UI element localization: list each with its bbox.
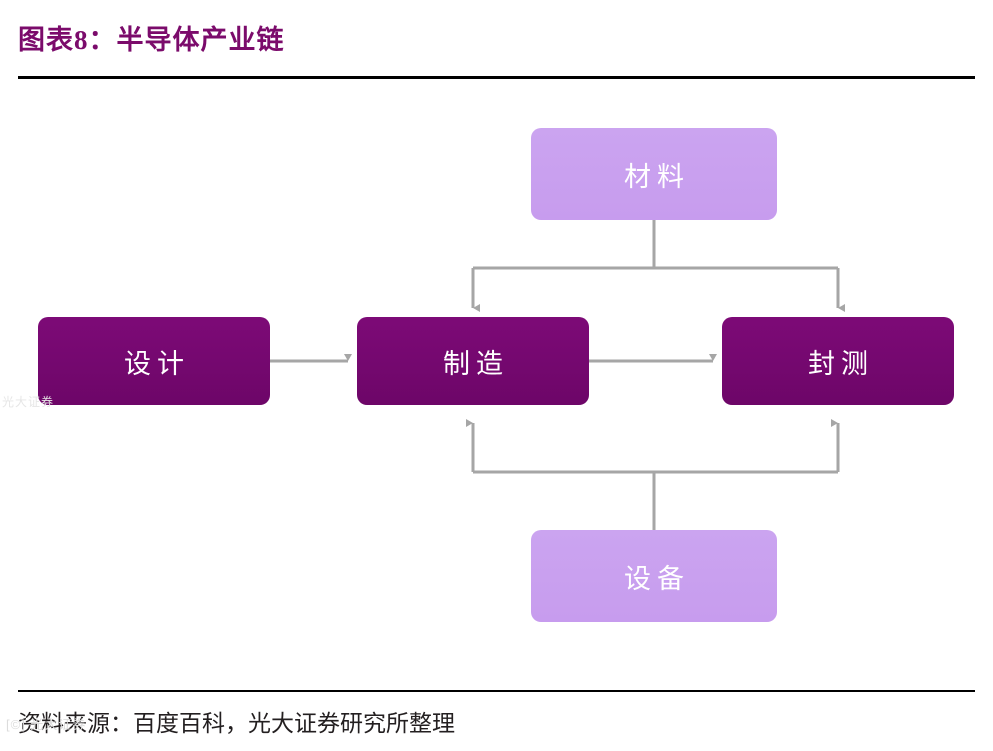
page-title: 图表8：半导体产业链 [18,25,285,55]
source-note: 资料来源：百度百科，光大证券研究所整理 [18,711,455,736]
node-zhizao-label: 制造 [443,348,509,379]
watermark-mid: 光大证券 [2,395,55,409]
node-cailiao: 材料 [531,128,777,220]
node-sheji: 设计 [38,317,270,405]
node-cailiao-label: 材料 [624,161,690,192]
node-shebei: 设备 [531,530,777,622]
source-divider [18,690,975,692]
diagram-connectors [270,220,845,530]
semiconductor-value-chain-diagram: 材料 设计 制造 封测 设备 [0,80,993,680]
node-fengce-label: 封测 [808,348,874,379]
node-shebei-label: 设备 [624,563,690,594]
node-sheji-label: 设计 [124,348,190,379]
watermark-bottom: [©] 光大证券 [6,717,87,732]
title-divider [18,76,975,79]
node-zhizao: 制造 [357,317,589,405]
node-fengce: 封测 [722,317,954,405]
